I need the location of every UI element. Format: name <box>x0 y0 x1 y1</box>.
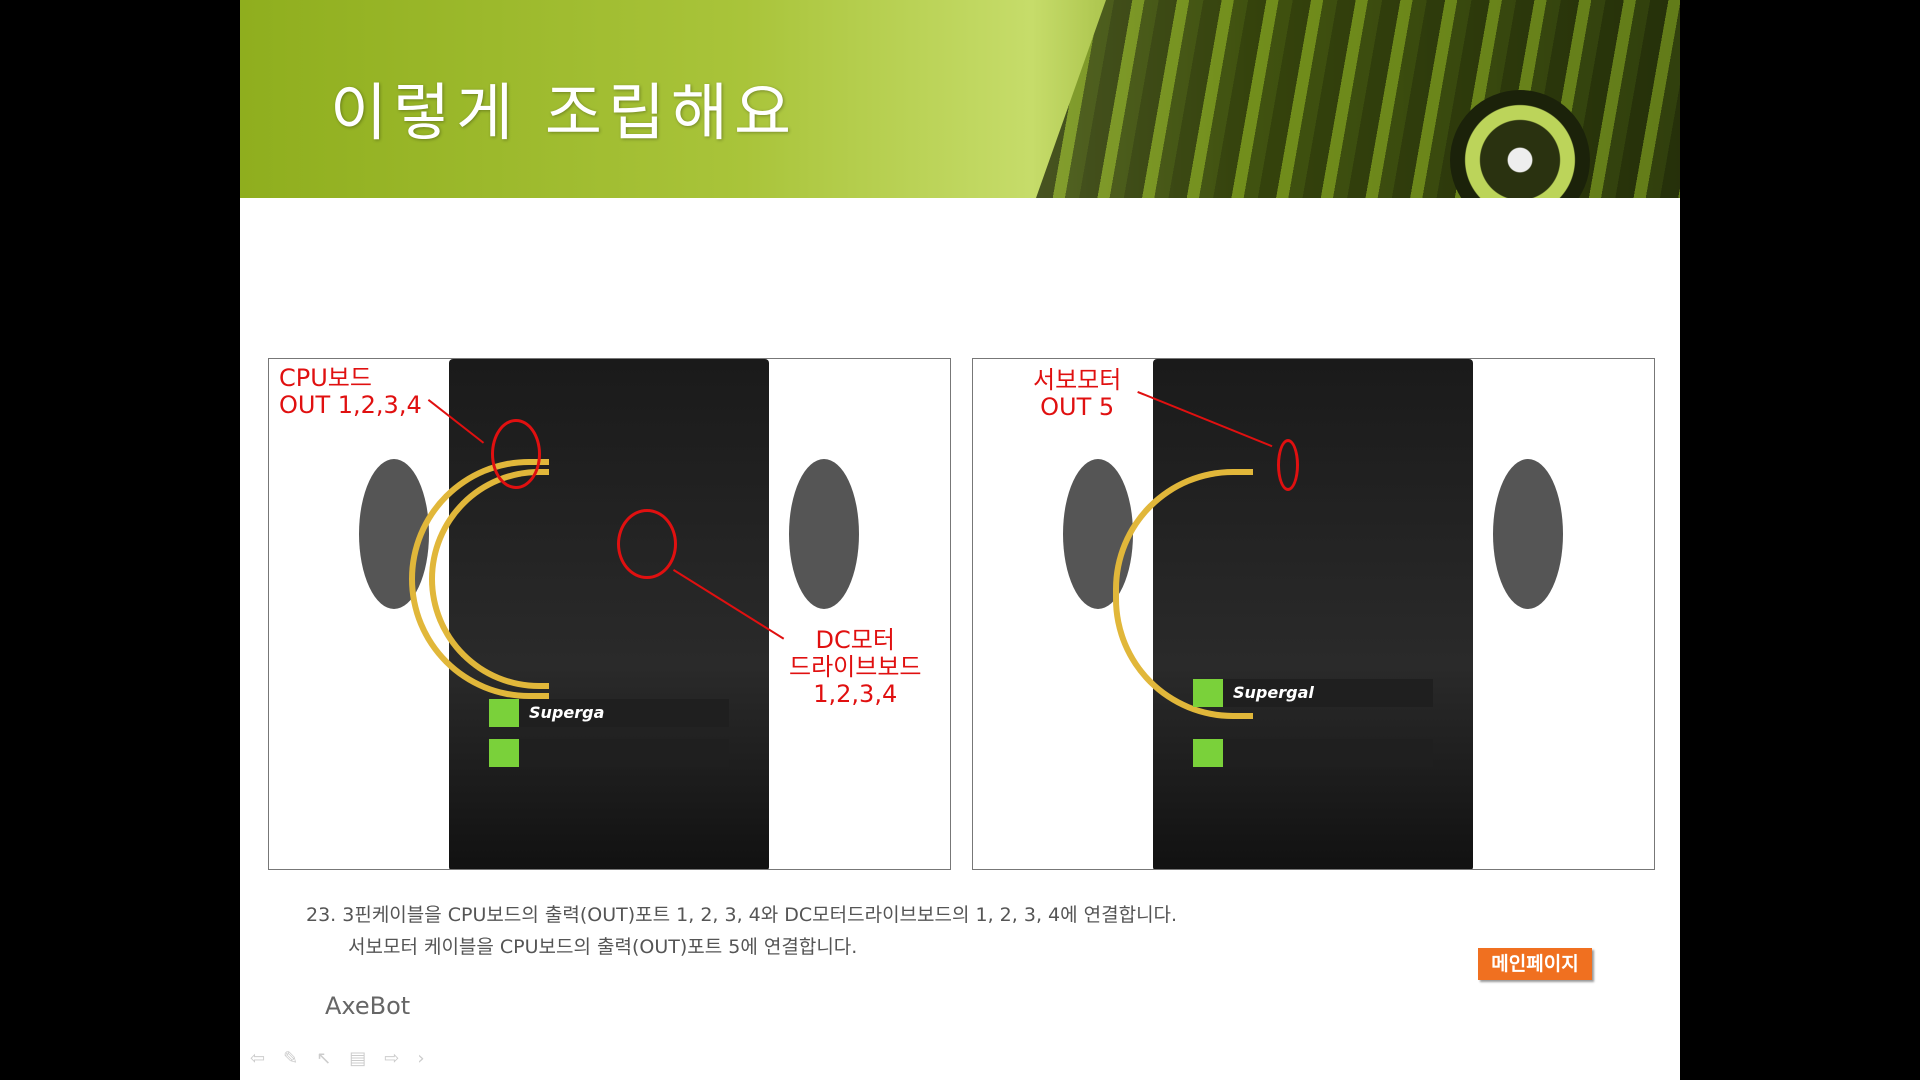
slide-menu-icon[interactable]: ▤ <box>349 1048 367 1069</box>
forward-arrow-icon[interactable]: ⇨ <box>384 1048 400 1069</box>
highlight-circle <box>491 419 541 489</box>
robot-photo: Supergal <box>1063 359 1563 869</box>
product-name: AxeBot <box>325 992 411 1020</box>
photo-cpu-dc-connection: Superga CPU보드 OUT 1,2,3,4 DC모터 드라이브보드 1,… <box>268 358 951 870</box>
description-line-2: 서보모터 케이블을 CPU보드의 출력(OUT)포트 5에 연결합니다. <box>348 936 858 958</box>
back-arrow-icon[interactable]: ⇦ <box>250 1048 266 1069</box>
highlight-circle <box>1277 439 1299 491</box>
photo-servo-connection: Supergal 서보모터 OUT 5 <box>972 358 1655 870</box>
battery: Superga <box>489 699 729 727</box>
label-dc-motor: DC모터 드라이브보드 1,2,3,4 <box>789 626 922 708</box>
pen-icon[interactable]: ✎ <box>283 1048 299 1069</box>
pointer-icon[interactable]: ↖ <box>316 1048 332 1069</box>
slideshow-nav: ⇦ ✎ ↖ ▤ ⇨ › <box>250 1048 425 1069</box>
battery <box>489 739 729 767</box>
description-line-1: 23. 3핀케이블을 CPU보드의 출력(OUT)포트 1, 2, 3, 4와 … <box>306 904 1178 926</box>
battery <box>1193 739 1433 767</box>
label-cpu-out: CPU보드 OUT 1,2,3,4 <box>279 364 422 419</box>
battery: Supergal <box>1193 679 1433 707</box>
page-title: 이렇게 조립해요 <box>330 76 797 149</box>
main-page-button[interactable]: 메인페이지 <box>1478 948 1592 980</box>
highlight-circle <box>617 509 677 579</box>
slide: 이렇게 조립해요 Superga CPU보드 OUT 1,2,3,4 DC모터 … <box>240 0 1680 1080</box>
next-icon[interactable]: › <box>417 1048 425 1069</box>
wheel-image <box>1450 90 1590 198</box>
label-servo-out: 서보모터 OUT 5 <box>1033 366 1122 421</box>
header-banner: 이렇게 조립해요 <box>240 0 1680 198</box>
